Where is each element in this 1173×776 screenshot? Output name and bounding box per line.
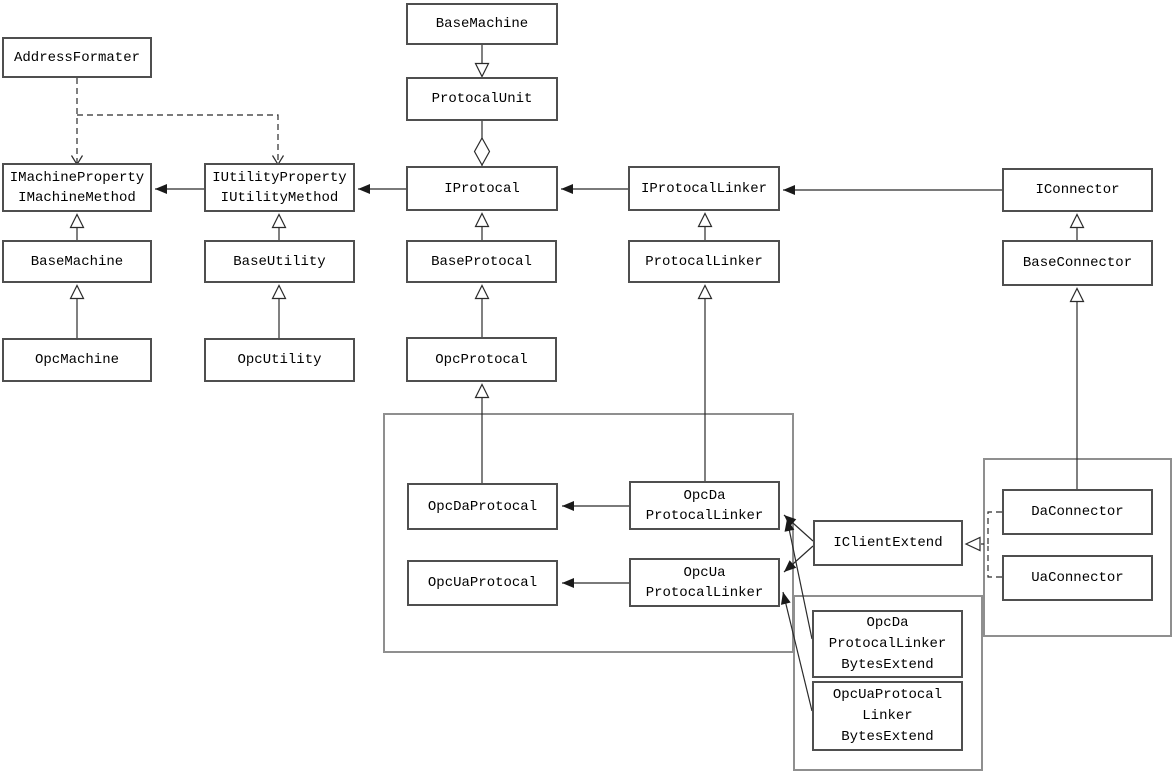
class-label: IProtocalLinker bbox=[640, 180, 768, 197]
class-box-opcutility: OpcUtility bbox=[204, 338, 355, 382]
class-label: BaseMachine bbox=[435, 16, 529, 32]
edge-iclientextend-to-opcualinker bbox=[783, 545, 814, 573]
class-box-opcuaprotocal: OpcUaProtocal bbox=[407, 560, 558, 606]
class-label: IClientExtend bbox=[833, 535, 943, 551]
class-box-baseutility: BaseUtility bbox=[204, 240, 355, 283]
edge-opcdabytes-to-opcdalinker bbox=[784, 518, 813, 640]
class-box-baseconnector: BaseConnector bbox=[1002, 240, 1153, 286]
edge-addressformater-to-iutility bbox=[77, 114, 285, 166]
class-label: OpcUaProtocal bbox=[427, 575, 538, 591]
aggregation-diamond bbox=[473, 136, 491, 167]
class-label: OpcDaProtocal bbox=[427, 498, 538, 515]
class-label: IMachineProperty IMachineMethod bbox=[9, 169, 145, 206]
class-label: AddressFormater bbox=[13, 49, 141, 66]
class-label: IConnector bbox=[1035, 182, 1120, 198]
class-label: UaConnector bbox=[1031, 570, 1124, 586]
class-label: OpcUa ProtocalLinker bbox=[645, 564, 764, 601]
class-box-opcuaprotocallinker: OpcUa ProtocalLinker bbox=[629, 558, 780, 607]
class-box-iclientextend: IClientExtend bbox=[813, 520, 963, 566]
class-label: IUtilityProperty IUtilityMethod bbox=[212, 169, 347, 206]
class-label: BaseMachine bbox=[30, 253, 124, 270]
class-box-opcmachine: OpcMachine bbox=[2, 338, 152, 382]
class-box-protocallinker: ProtocalLinker bbox=[628, 240, 780, 283]
class-label: DaConnector bbox=[1031, 504, 1124, 520]
class-box-imachineproperty: IMachineProperty IMachineMethod bbox=[2, 163, 152, 212]
edge-opcuabytes-to-opcualinker bbox=[780, 591, 813, 712]
class-box-addressformater: AddressFormater bbox=[2, 37, 152, 78]
class-box-opcuaprotocallinker-bytesextend: OpcUaProtocal Linker BytesExtend bbox=[812, 681, 963, 751]
class-label: OpcProtocal bbox=[435, 351, 528, 368]
class-box-basemachine-top: BaseMachine bbox=[406, 3, 558, 45]
class-box-iprotocallinker: IProtocalLinker bbox=[628, 166, 780, 211]
class-box-opcdaprotocallinker: OpcDa ProtocalLinker bbox=[629, 481, 780, 530]
class-label: OpcDa ProtocalLinker bbox=[645, 487, 764, 524]
class-label: BaseProtocal bbox=[431, 253, 532, 270]
class-box-iprotocal: IProtocal bbox=[406, 166, 558, 211]
class-box-uaconnector: UaConnector bbox=[1002, 555, 1153, 601]
class-label: OpcDa ProtocalLinker BytesExtend bbox=[828, 614, 947, 673]
group-opc-protocal-linkers bbox=[383, 413, 794, 653]
class-box-iconnector: IConnector bbox=[1002, 168, 1153, 212]
class-box-daconnector: DaConnector bbox=[1002, 489, 1153, 535]
class-box-opcprotocal: OpcProtocal bbox=[406, 337, 557, 382]
class-box-iutilityproperty: IUtilityProperty IUtilityMethod bbox=[204, 163, 355, 212]
realization-triangle bbox=[964, 536, 981, 552]
class-label: ProtocalLinker bbox=[645, 253, 763, 270]
group-bytes-extend bbox=[793, 595, 983, 771]
class-label: OpcUaProtocal Linker BytesExtend bbox=[832, 686, 943, 745]
class-label: OpcUtility bbox=[237, 352, 322, 368]
class-label: BaseUtility bbox=[233, 253, 326, 270]
edge-daconnector-to-iclientextend bbox=[981, 511, 1002, 545]
class-box-basemachine-left: BaseMachine bbox=[2, 240, 152, 283]
class-label: ProtocalUnit bbox=[431, 91, 533, 107]
edge-uaconnector-to-iclientextend bbox=[987, 546, 1002, 578]
class-box-protocalunit: ProtocalUnit bbox=[406, 77, 558, 121]
class-box-opcdaprotocal: OpcDaProtocal bbox=[407, 483, 558, 530]
class-box-baseprotocal: BaseProtocal bbox=[406, 240, 557, 283]
class-box-opcdaprotocallinker-bytesextend: OpcDa ProtocalLinker BytesExtend bbox=[812, 610, 963, 678]
class-label: IProtocal bbox=[444, 180, 520, 197]
class-label: OpcMachine bbox=[34, 352, 119, 368]
class-label: BaseConnector bbox=[1022, 255, 1133, 271]
